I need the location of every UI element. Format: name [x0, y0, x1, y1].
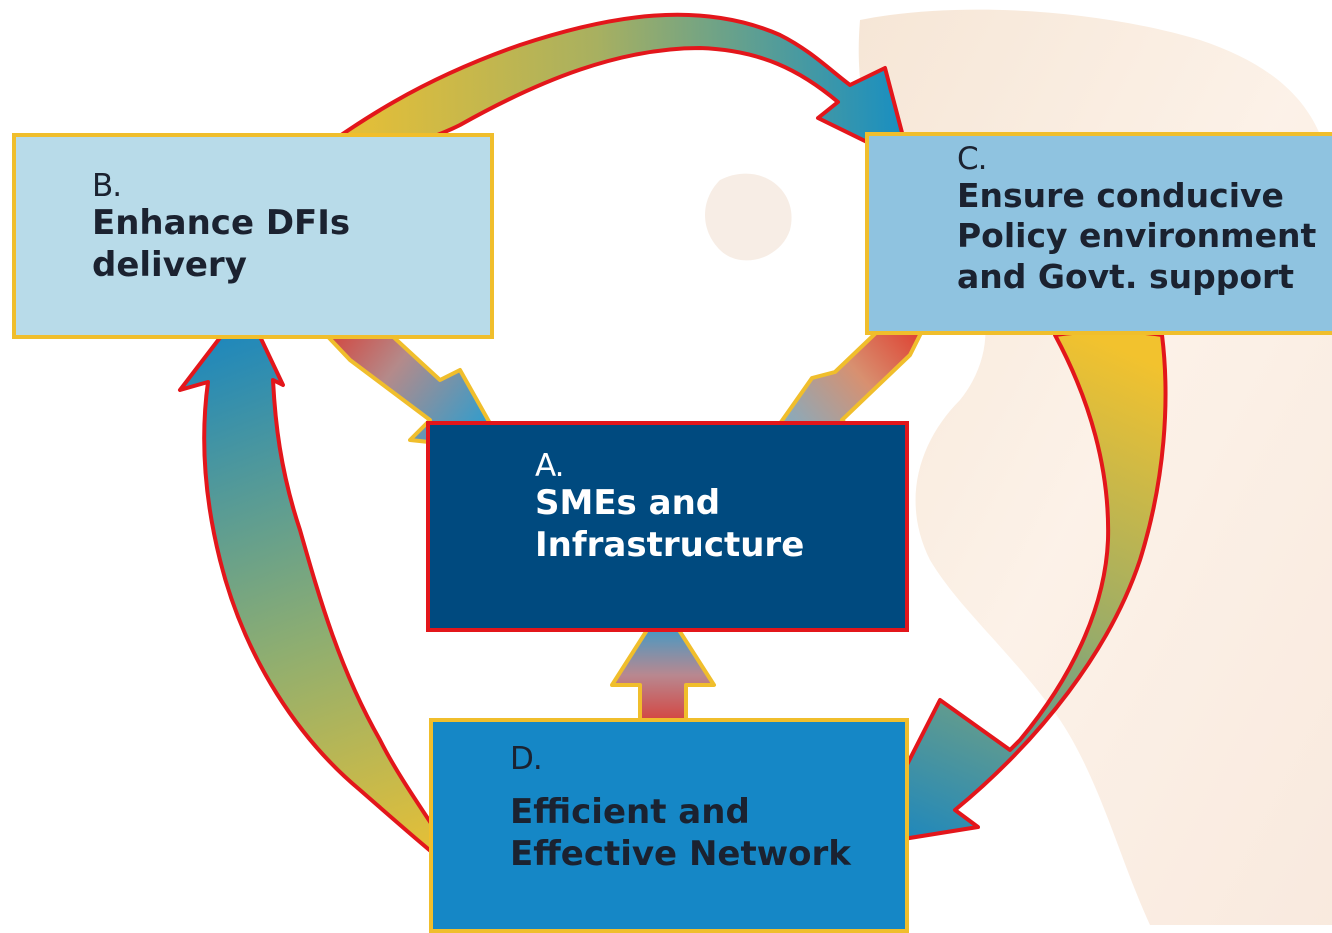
- box-d-letter: D.: [510, 741, 543, 777]
- box-c-policy-environment: C. Ensure conducive Policy environment a…: [865, 132, 1332, 335]
- arrow-d-to-b: [178, 303, 472, 885]
- box-b-enhance-dfis: B. Enhance DFIs delivery: [12, 133, 494, 339]
- box-d-efficient-network: D. Efficient and Effective Network: [429, 718, 909, 933]
- arrow-c-to-d: [864, 329, 1168, 847]
- box-a-text: SMEs and Infrastructure: [535, 483, 805, 565]
- box-a-smes-infrastructure: A. SMEs and Infrastructure: [426, 421, 909, 632]
- box-c-letter: C.: [957, 141, 988, 177]
- box-d-text: Efficient and Effective Network: [510, 792, 851, 874]
- box-c-text: Ensure conducive Policy environment and …: [957, 176, 1317, 296]
- box-a-letter: A.: [535, 448, 565, 484]
- box-b-text: Enhance DFIs delivery: [92, 203, 351, 285]
- box-b-letter: B.: [92, 168, 122, 204]
